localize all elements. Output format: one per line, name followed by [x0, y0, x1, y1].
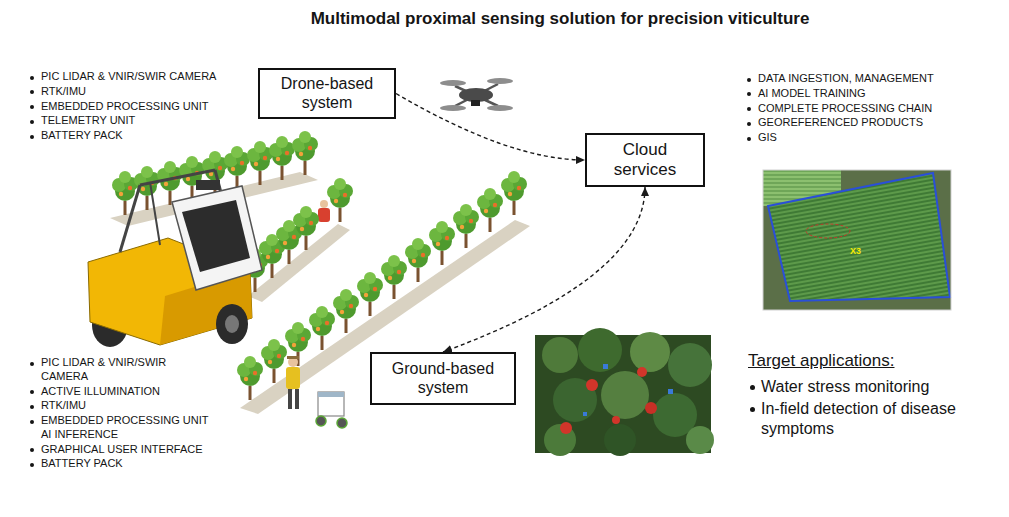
bullet-item: In-field detection of disease symptoms [748, 399, 983, 439]
text-label: Target applications: [748, 350, 988, 371]
bullet-item: EMBEDDED PROCESSING UNIT AI INFERENCE [28, 414, 213, 442]
bullet-item: RTK/IMU [28, 399, 213, 413]
robot-figure [316, 392, 347, 428]
field-photo [535, 328, 714, 456]
box-label: Cloud services [593, 140, 697, 179]
bullet-item: GIS [745, 131, 1000, 145]
bullet-item: BATTERY PACK [28, 129, 268, 143]
tractor-figure [88, 170, 262, 347]
diagram-title: Multimodal proximal sensing solution for… [260, 9, 860, 29]
system-box: Drone-based system [258, 68, 396, 119]
bullet-item: DATA INGESTION, MANAGEMENT [745, 72, 1000, 86]
operator-figure [286, 356, 300, 409]
bullet-item: AI MODEL TRAINING [745, 87, 1000, 101]
bullet-item: RTK/IMU [28, 85, 268, 99]
bullet-item: BATTERY PACK [28, 457, 213, 471]
system-box: Ground-based system [370, 352, 516, 405]
bullet-item: PIC LIDAR & VNIR/SWIR CAMERA [28, 356, 213, 384]
system-box: Cloud services [585, 133, 705, 187]
bullet-item: GRAPHICAL USER INTERFACE [28, 443, 213, 457]
bullet-item: COMPLETE PROCESSING CHAIN [745, 102, 1000, 116]
bullet-item: TELEMETRY UNIT [28, 114, 268, 128]
dashed-link [443, 187, 645, 352]
box-label: Drone-based system [266, 75, 388, 112]
vine-row [242, 178, 353, 292]
box-label: Ground-based system [378, 360, 508, 397]
bullet-item: PIC LIDAR & VNIR/SWIR CAMERA [28, 70, 268, 84]
farmer-figure [318, 200, 330, 222]
drone-figure [440, 78, 513, 111]
text-label: X3 [850, 246, 890, 257]
bullet-item: ACTIVE ILLUMINATION [28, 385, 213, 399]
dashed-link [396, 94, 585, 161]
map-image [763, 170, 951, 310]
bullet-item: GEOREFERENCED PRODUCTS [745, 116, 1000, 130]
bullet-item: EMBEDDED PROCESSING UNIT [28, 100, 268, 114]
bullet-item: Water stress monitoring [748, 377, 983, 397]
